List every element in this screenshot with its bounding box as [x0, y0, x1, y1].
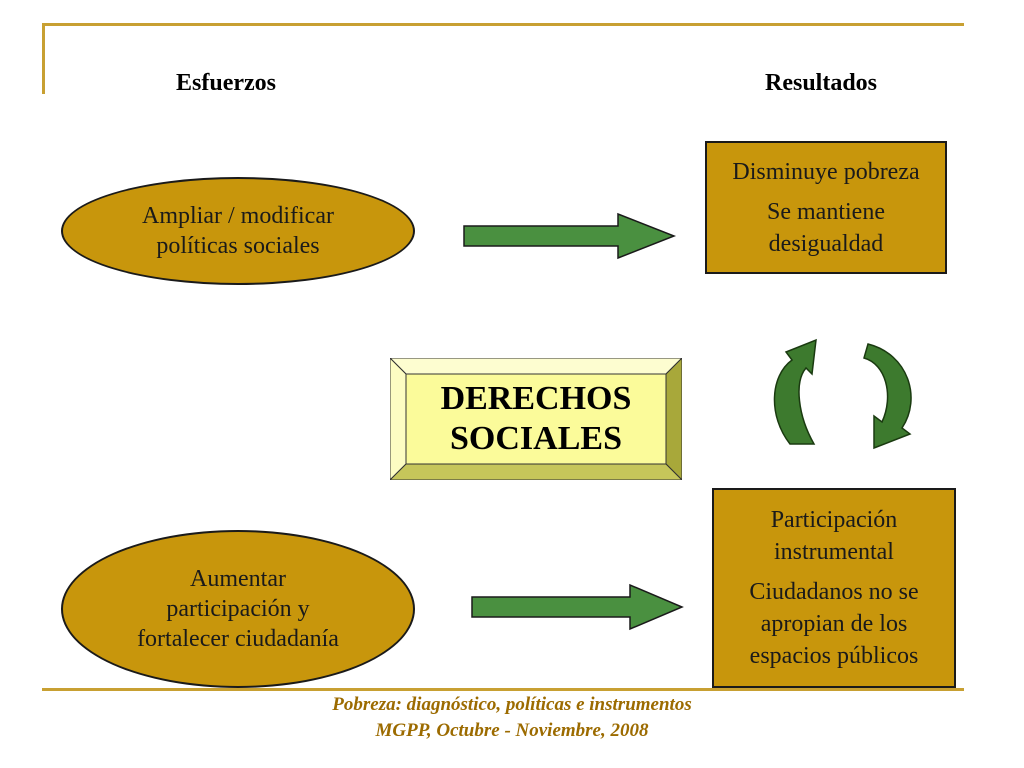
- result-line: espacios públicos: [749, 643, 919, 669]
- circular-arrows-icon: [773, 338, 912, 450]
- effort-line: Aumentar: [190, 566, 286, 592]
- rights-bevel-box: [390, 358, 682, 480]
- result-line: Participación: [770, 507, 898, 533]
- result-box-poverty: Disminuye pobreza Se mantiene desigualda…: [705, 141, 947, 274]
- footer-date: MGPP, Octubre - Noviembre, 2008: [375, 720, 649, 741]
- rights-line: DERECHOS: [440, 380, 632, 417]
- right-arrow-icon: [463, 212, 677, 260]
- effort-line: políticas sociales: [156, 233, 320, 259]
- result-box-participation: Participación instrumental Ciudadanos no…: [712, 488, 956, 688]
- effort-ellipse-policies: Ampliar / modificar políticas sociales: [61, 177, 415, 285]
- result-line: Se mantiene: [767, 198, 885, 225]
- result-line: Disminuye pobreza: [732, 158, 920, 185]
- result-line: Ciudadanos no se: [749, 579, 919, 605]
- frame-top-line: [42, 23, 964, 26]
- effort-ellipse-participation: Aumentar participación y fortalecer ciud…: [61, 530, 415, 688]
- effort-line: participación y: [166, 596, 310, 622]
- result-line: apropian de los: [760, 611, 908, 637]
- footer-title: Pobreza: diagnóstico, políticas e instru…: [332, 694, 692, 715]
- effort-line: fortalecer ciudadanía: [137, 626, 339, 652]
- result-line: desigualdad: [768, 230, 884, 257]
- frame-left-line: [42, 23, 45, 94]
- effort-line: Ampliar / modificar: [142, 203, 334, 229]
- rights-line: SOCIALES: [450, 420, 622, 457]
- result-line: instrumental: [774, 539, 894, 565]
- frame-bottom-line: [42, 688, 964, 691]
- heading-results: Resultados: [765, 70, 878, 96]
- heading-efforts: Esfuerzos: [176, 70, 276, 96]
- right-arrow-icon: [471, 583, 684, 631]
- rights-label: DERECHOS SOCIALES: [390, 358, 682, 480]
